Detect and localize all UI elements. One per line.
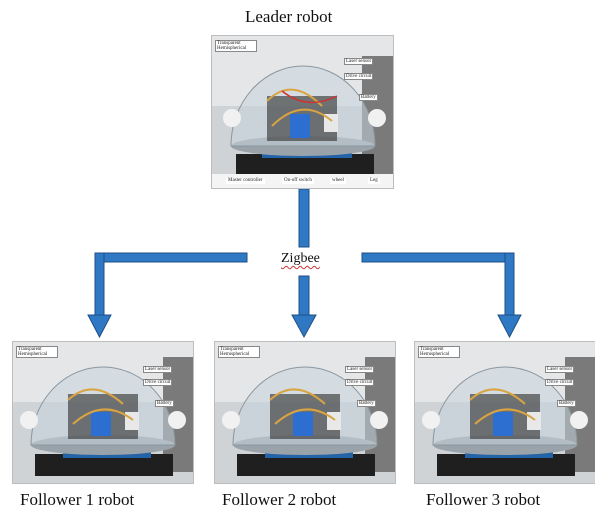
label-on-off-switch: On-off switch (282, 178, 314, 184)
right-branch-bar (361, 252, 515, 263)
follower-2-robot-photo: Transparent Hemispherical Laser sensor D… (214, 341, 396, 484)
label-laser-sensor: Laser sensor (545, 366, 575, 373)
label-battery: Battery (357, 400, 376, 407)
label-drive-circuit: Drive circuit (545, 379, 575, 386)
leader-link-trunk (298, 188, 310, 248)
middle-branch-drop (298, 275, 310, 316)
follower-2-arrowhead (291, 314, 317, 339)
label-transparent-hemispherical: Transparent Hemispherical (218, 346, 260, 358)
right-branch-drop (504, 252, 515, 316)
left-branch-drop (94, 252, 105, 316)
label-leg: Leg (368, 178, 380, 184)
label-drive-circuit: Drive circuit (143, 379, 173, 386)
follower-3-title: Follower 3 robot (426, 490, 541, 509)
label-laser-sensor: Laser sensor (143, 366, 173, 373)
label-transparent-hemispherical: Transparent Hemispherical (418, 346, 460, 358)
follower-1-arrowhead (87, 314, 112, 339)
follower-3-arrowhead (497, 314, 522, 339)
left-branch-bar (94, 252, 248, 263)
label-drive-circuit: Drive circuit (344, 73, 374, 80)
label-laser-sensor: Laser sensor (344, 58, 374, 65)
follower-1-title: Follower 1 robot (20, 490, 135, 509)
label-battery: Battery (155, 400, 174, 407)
robot-illustration (215, 342, 395, 483)
robot-illustration (13, 342, 193, 483)
leader-title: Leader robot (245, 7, 333, 26)
follower-1-robot-photo: Transparent Hemispherical Laser sensor D… (12, 341, 194, 484)
zigbee-label: Zigbee (279, 251, 322, 267)
label-wheel: wheel (330, 178, 346, 184)
follower-2-title: Follower 2 robot (222, 490, 337, 509)
leader-robot-photo: Transparent Hemispherical Laser sensor D… (211, 35, 394, 189)
label-transparent-hemispherical: Transparent Hemispherical (215, 40, 257, 52)
label-battery: Battery (359, 94, 378, 101)
follower-3-robot-photo: Transparent Hemispherical Laser sensor D… (414, 341, 595, 484)
label-drive-circuit: Drive circuit (345, 379, 375, 386)
label-master-controller: Master controller (226, 178, 265, 184)
label-transparent-hemispherical: Transparent Hemispherical (16, 346, 58, 358)
label-laser-sensor: Laser sensor (345, 366, 375, 373)
label-battery: Battery (557, 400, 576, 407)
robot-illustration (415, 342, 595, 483)
